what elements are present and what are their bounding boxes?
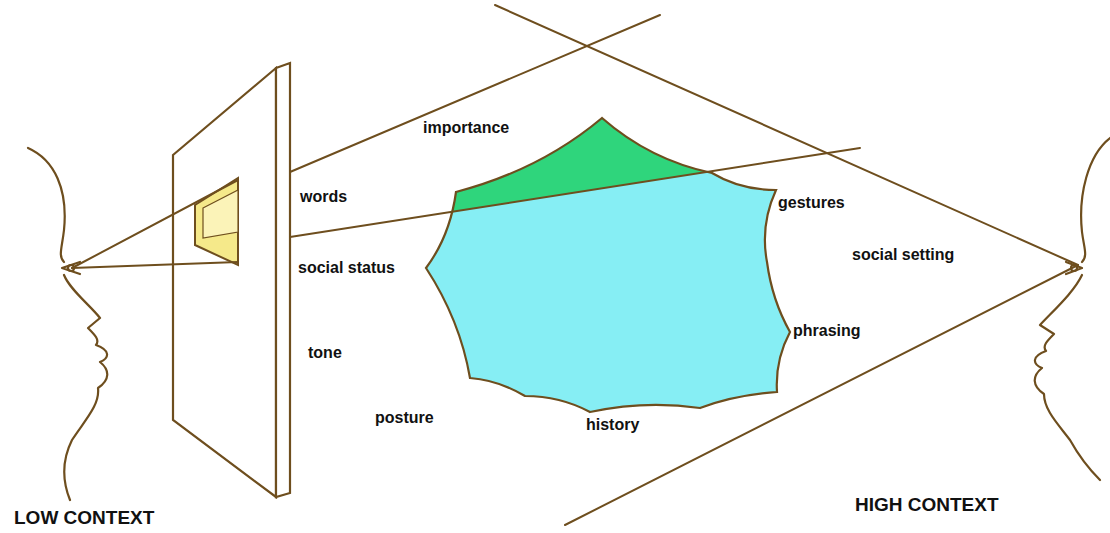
screen-board	[173, 68, 276, 497]
window-pane	[203, 190, 238, 238]
factor-label: social setting	[852, 245, 954, 264]
factor-label: words	[300, 187, 347, 206]
factor-label: posture	[375, 408, 434, 427]
sight-line	[290, 148, 860, 237]
side-title: HIGH CONTEXT	[855, 494, 999, 517]
screen-edge	[276, 63, 290, 497]
sight-line	[72, 180, 238, 268]
factor-label: gestures	[778, 193, 845, 212]
right-head	[1035, 138, 1110, 480]
factor-label: importance	[423, 118, 509, 137]
sight-line	[72, 262, 238, 268]
sight-line	[565, 265, 1078, 525]
left-head	[28, 148, 107, 500]
sight-line	[290, 15, 660, 172]
sight-line	[495, 5, 1078, 265]
side-title: LOW CONTEXT	[14, 507, 154, 530]
factor-label: social status	[298, 258, 395, 277]
factor-label: history	[586, 415, 639, 434]
factor-label: phrasing	[793, 321, 861, 340]
visible-tip	[290, 0, 860, 237]
factor-label: tone	[308, 343, 342, 362]
context-outline	[426, 118, 790, 412]
